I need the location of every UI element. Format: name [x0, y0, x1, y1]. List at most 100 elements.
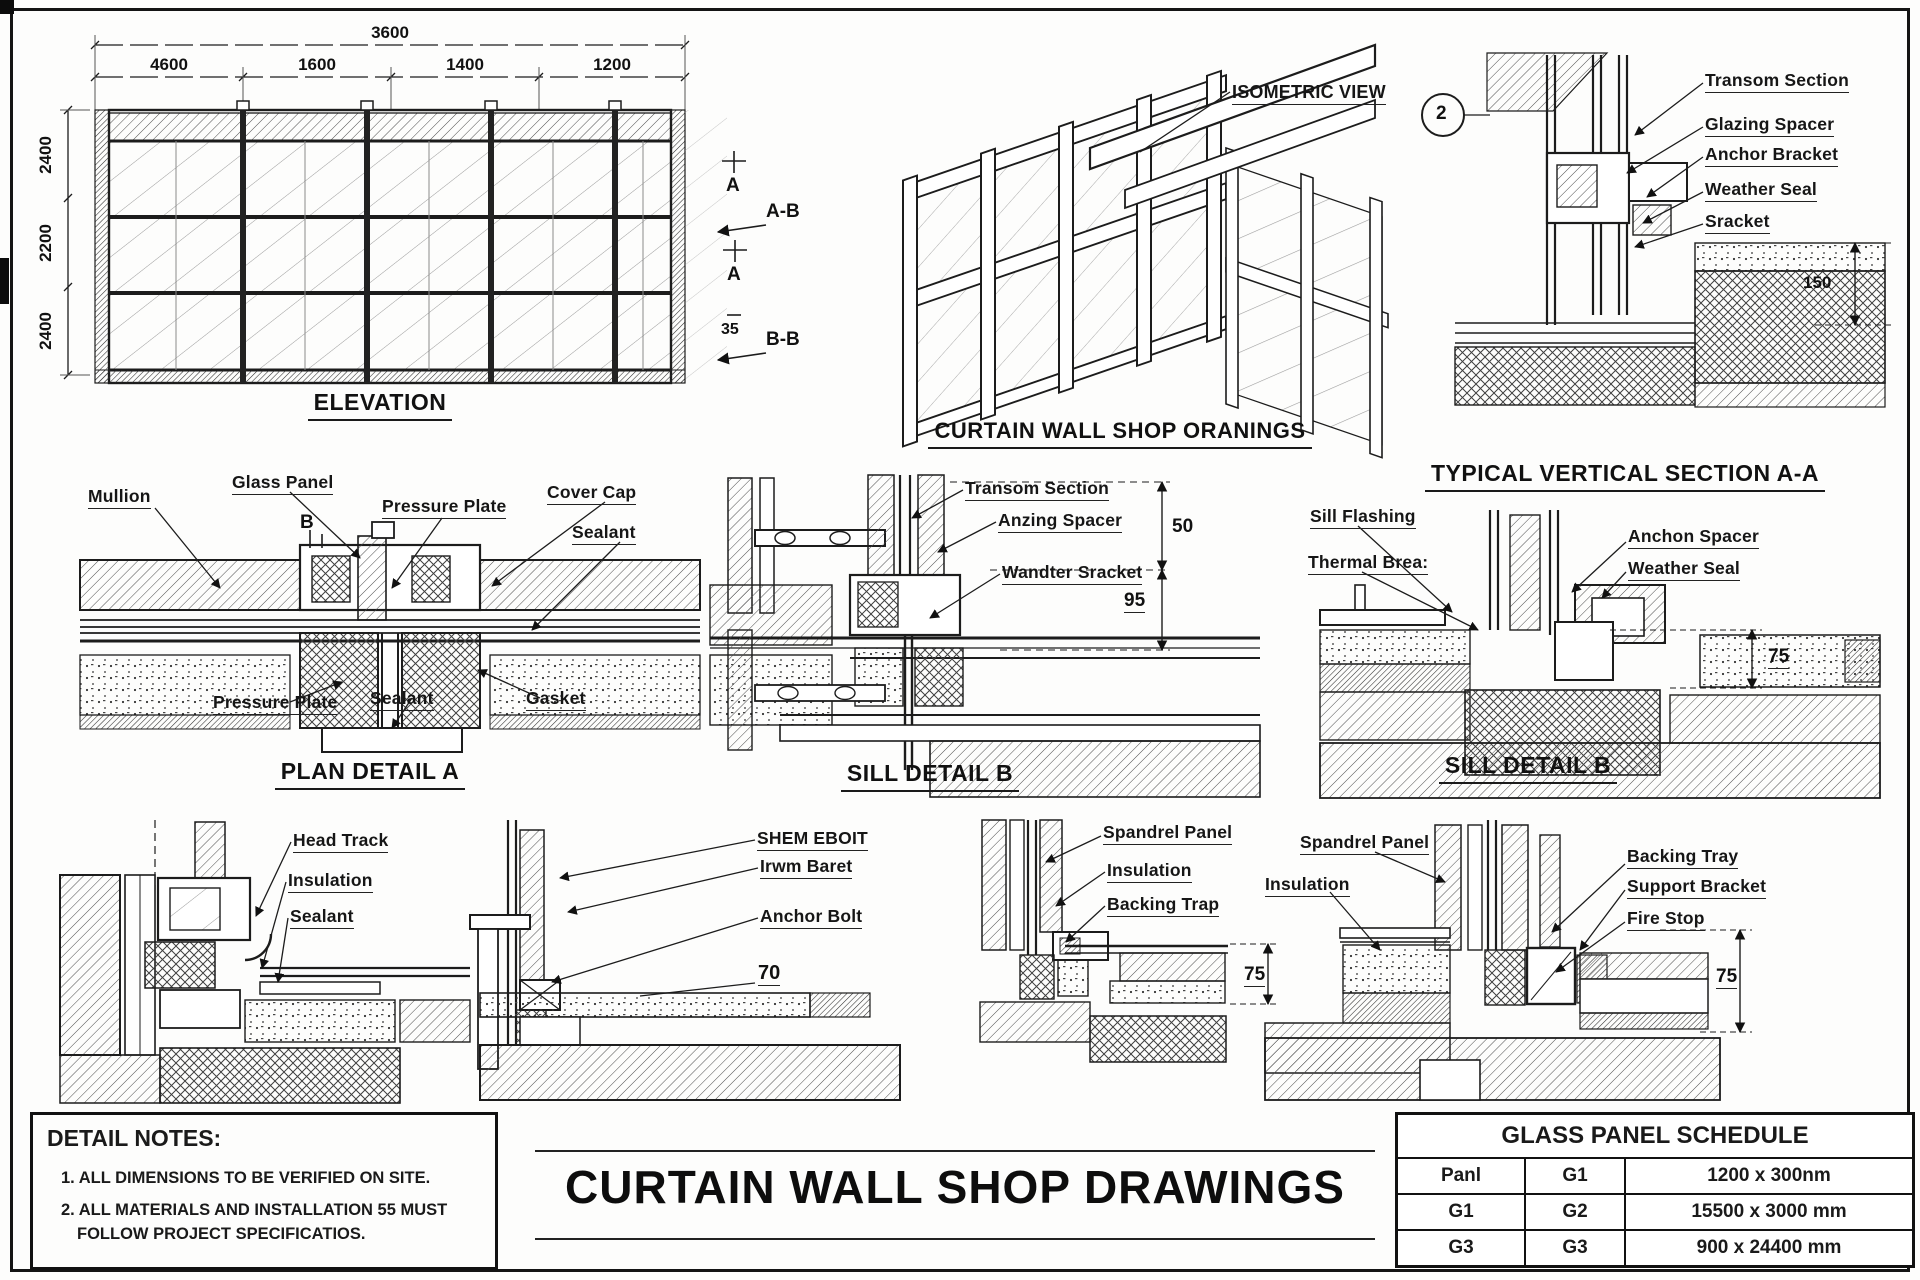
schedule-cell: G2: [1526, 1195, 1626, 1229]
section-marker-a2: A: [727, 264, 741, 285]
title-rule-top: [535, 1150, 1375, 1152]
label-sealant-head: Sealant: [290, 906, 354, 929]
label-spandrel-panel-2: Spandrel Panel: [1300, 832, 1430, 855]
sill-detail-mid-linework: [709, 474, 1261, 798]
elevation-linework: [60, 35, 767, 385]
label-pressure-plate-bottom: Pressure Plate: [213, 692, 338, 715]
schedule-cell: G1: [1398, 1195, 1526, 1229]
detail-bubble: 2: [1436, 103, 1447, 124]
label-cover-cap: Cover Cap: [547, 482, 637, 505]
note-item-1: 1. ALL DIMENSIONS TO BE VERIFIED ON SITE…: [61, 1169, 431, 1187]
glass-panel-schedule: GLASS PANEL SCHEDULE Panl G1 1200 x 300n…: [1395, 1112, 1915, 1268]
plan-detail-title: PLAN DETAIL A: [220, 758, 520, 790]
section-marker-35: 35: [721, 321, 739, 338]
elevation-view: 3600 4600 1600 1400 1200 2400 2200 2400 …: [30, 15, 830, 445]
dim-total: 3600: [371, 23, 409, 42]
dim-bay-3: 1400: [446, 55, 484, 74]
note-item-2: 2. ALL MATERIALS AND INSTALLATION 55 MUS…: [61, 1201, 448, 1243]
edge-mark: [0, 0, 14, 14]
head-track-linework: [59, 820, 471, 1104]
table-row: G1 G2 15500 x 3000 mm: [1398, 1195, 1912, 1231]
dim-bay-4: 1200: [593, 55, 631, 74]
label-sealant-bottom: Sealant: [370, 688, 434, 711]
head-track-detail-view: Head Track Insulation Sealant: [50, 820, 480, 1105]
label-glass-panel: Glass Panel: [232, 472, 334, 495]
label-glazing-spacer: Glazing Spacer: [1705, 114, 1835, 137]
plan-detail-view: Mullion Glass Panel Pressure Plate Cover…: [60, 470, 720, 800]
elevation-title: ELEVATION: [240, 389, 520, 421]
label-insulation-2: Insulation: [1265, 874, 1350, 897]
dim-50: 50: [1172, 516, 1194, 537]
schedule-cell: G1: [1526, 1159, 1626, 1193]
label-anzing-spacer: Anzing Spacer: [998, 510, 1123, 533]
label-sracket: Sracket: [1705, 211, 1770, 234]
table-row: G3 G3 900 x 24400 mm: [1398, 1231, 1912, 1265]
anchor-bolt-linework: [469, 820, 901, 1101]
dim-floor-1: 2400: [36, 136, 55, 174]
label-thermal-break: Thermal Brea:: [1308, 552, 1429, 575]
dim-95: 95: [1124, 590, 1146, 613]
sill-detail-right-view: Sill Flashing Thermal Brea: Anchon Space…: [1300, 490, 1920, 825]
spandrel-fire-detail-view: Spandrel Panel Insulation Backing Tray S…: [1240, 820, 1920, 1110]
label-irwm-baret: Irwm Baret: [760, 856, 853, 879]
schedule-cell: G3: [1398, 1231, 1526, 1265]
isometric-linework: [902, 43, 1389, 459]
label-wandter-sracket: Wandter Sracket: [1002, 562, 1143, 585]
schedule-cell: G3: [1526, 1231, 1626, 1265]
dim-floor-2: 2200: [36, 224, 55, 262]
vertical-section-title: TYPICAL VERTICAL SECTION A-A: [1415, 460, 1835, 492]
dim-75-trap: 75: [1244, 964, 1266, 987]
schedule-title: GLASS PANEL SCHEDULE: [1398, 1115, 1912, 1159]
spandrel-trap-linework: [979, 819, 1276, 1063]
detail-notes-box: DETAIL NOTES: 1. ALL DIMENSIONS TO BE VE…: [30, 1112, 498, 1270]
label-sill-flashing: Sill Flashing: [1310, 506, 1416, 529]
dim-150: 150: [1803, 273, 1832, 292]
schedule-cell: 1200 x 300nm: [1707, 1165, 1831, 1186]
marker-b: B: [300, 512, 314, 533]
detail-notes-title: DETAIL NOTES:: [47, 1125, 222, 1151]
label-shem-eboit: SHEM EBOIT: [757, 828, 868, 851]
sheet-border: [10, 8, 1910, 1272]
label-sealant-top: Sealant: [572, 522, 636, 545]
label-weather-seal-right: Weather Seal: [1628, 558, 1740, 581]
section-marker-a1: A: [726, 175, 740, 196]
sill-detail-mid-view: Transom Section Anzing Spacer Wandter Sr…: [700, 470, 1290, 805]
spandrel-trap-detail-view: Spandrel Panel Insulation Backing Trap 7…: [960, 819, 1320, 1105]
isometric-title: CURTAIN WALL SHOP ORANINGS: [900, 418, 1340, 449]
table-row: Panl G1 1200 x 300nm: [1398, 1159, 1912, 1195]
label-spandrel-panel-1: Spandrel Panel: [1103, 822, 1233, 845]
schedule-cell: 900 x 24400 mm: [1696, 1237, 1842, 1258]
dim-bay-1: 4600: [150, 55, 188, 74]
label-gasket: Gasket: [526, 688, 586, 711]
isometric-view: ISOMETRIC VIEW CURTAIN WALL SHOP ORANING…: [840, 30, 1400, 460]
title-rule-bottom: [535, 1238, 1375, 1240]
sill-detail-right-title: SILL DETAIL B: [1378, 752, 1678, 784]
label-weather-seal: Weather Seal: [1705, 179, 1817, 202]
schedule-cell: Panl: [1398, 1159, 1526, 1193]
label-pressure-plate-top: Pressure Plate: [382, 496, 507, 519]
dim-70: 70: [758, 962, 781, 986]
section-marker-bb: B-B: [766, 329, 800, 350]
sill-detail-right-linework: [1319, 510, 1881, 799]
label-mullion: Mullion: [88, 486, 151, 509]
label-support-bracket: Support Bracket: [1627, 876, 1767, 899]
section-marker-ab: A-B: [766, 201, 800, 222]
isometric-label: ISOMETRIC VIEW: [1232, 82, 1386, 105]
label-backing-tray: Backing Tray: [1627, 846, 1739, 869]
dim-75-fire: 75: [1716, 966, 1738, 989]
sill-detail-mid-title: SILL DETAIL B: [780, 760, 1080, 792]
spandrel-fire-linework: [1264, 820, 1752, 1101]
vertical-section-view: 2 Transom Section Glazing Spacer Anchor …: [1395, 15, 1920, 495]
label-transom-section: Transom Section: [1705, 70, 1850, 93]
label-anchon-spacer: Anchon Spacer: [1628, 526, 1759, 549]
dim-bay-2: 1600: [298, 55, 336, 74]
schedule-cell: 15500 x 3000 mm: [1691, 1201, 1847, 1222]
vertical-section-linework: [1421, 52, 1895, 408]
plan-detail-linework: [79, 491, 701, 753]
label-transom-section-mid: Transom Section: [965, 478, 1110, 501]
label-anchor-bracket: Anchor Bracket: [1705, 144, 1839, 167]
label-insulation-head: Insulation: [288, 870, 373, 893]
label-head-track: Head Track: [293, 830, 389, 853]
edge-mark: [0, 258, 9, 304]
